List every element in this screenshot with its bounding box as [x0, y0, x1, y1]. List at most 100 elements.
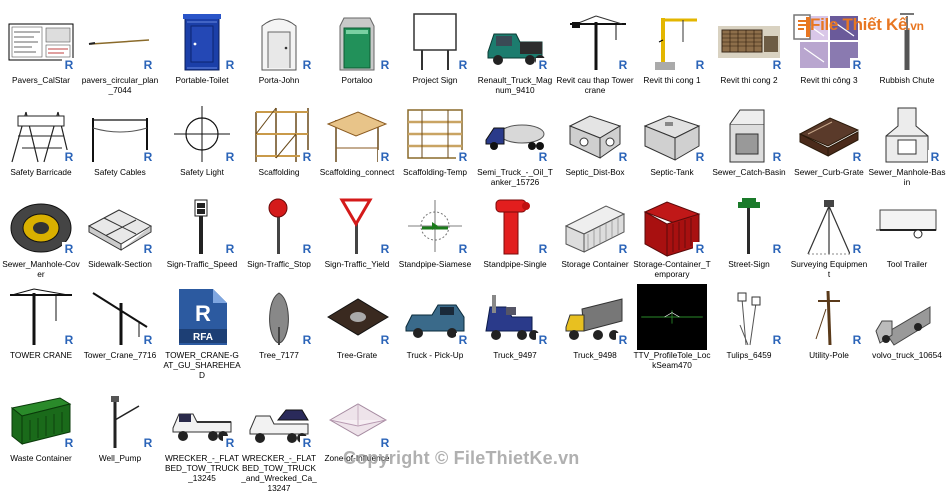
tower-crane-2d-icon — [6, 285, 76, 349]
family-item-label: Utility-Pole — [809, 350, 849, 360]
blue-semi-icon — [480, 285, 550, 349]
standpipe-icon — [480, 194, 550, 258]
revit-badge-icon: R — [141, 436, 155, 450]
family-item[interactable]: Tool Trailer — [868, 190, 946, 282]
tree-icon — [244, 285, 314, 349]
family-item-label: Sewer_Catch-Basin — [712, 167, 786, 177]
scaffold-icon — [244, 102, 314, 166]
family-item[interactable]: volvo_truck_10654 — [868, 281, 946, 373]
family-item-label: Scaffolding — [258, 167, 300, 177]
family-item-label: Sign-Traffic_Stop — [247, 259, 311, 269]
well-pump-icon — [85, 388, 155, 452]
family-item-label: Tree_7177 — [259, 350, 299, 360]
green-toilet-icon — [322, 10, 392, 74]
family-item-label: Safety Cables — [94, 167, 146, 177]
trailer-icon — [872, 194, 942, 258]
white-booth-icon — [244, 10, 314, 74]
truck-cab-icon — [480, 10, 550, 74]
family-item-label: Tulips_6459 — [726, 350, 772, 360]
speed-sign-icon — [167, 194, 237, 258]
family-item-label: Storage Container — [561, 259, 629, 269]
revit-badge-icon: R — [141, 58, 155, 72]
family-item[interactable]: R WRECKER_-_FLATBED_TOW_TRUCK_13245 — [163, 384, 241, 483]
revit-badge-icon: R — [62, 333, 76, 347]
family-item-label: Rubbish Chute — [879, 75, 935, 85]
family-item-label: Portaloo — [341, 75, 373, 85]
logo-text: File Thiết Kế.vn — [810, 15, 924, 34]
family-item-label: Surveying Equipment — [790, 259, 868, 279]
copyright-watermark: Copyright © FileThietKe.vn — [343, 448, 580, 468]
revit-badge-icon: R — [223, 436, 237, 450]
site-logo: File Thiết Kế.vn — [792, 9, 940, 51]
revit-badge-icon: R — [616, 242, 630, 256]
family-item-label: pavers_circular_plan_7044 — [81, 75, 159, 95]
revit-badge-icon: R — [456, 58, 470, 72]
tripod-icon — [794, 194, 864, 258]
svg-text:RFA: RFA — [193, 332, 213, 343]
family-item-label: Standpipe-Siamese — [398, 259, 472, 269]
revit-badge-icon: R — [536, 150, 550, 164]
revit-badge-icon: R — [770, 333, 784, 347]
family-item-label: Sewer_Manhole-Cover — [2, 259, 80, 279]
family-item-label: WRECKER_-_FLATBED_TOW_TRUCK_13245 — [164, 453, 240, 483]
revit-badge-icon: R — [536, 333, 550, 347]
revit-badge-icon: R — [536, 242, 550, 256]
family-item[interactable]: R Storage Container — [556, 190, 634, 282]
family-item-label: Revit thi cong 1 — [643, 75, 701, 85]
family-item[interactable]: TTV_ProfileTole_LockSeam470 — [633, 281, 711, 373]
revit-badge-icon: R — [693, 242, 707, 256]
family-item[interactable]: R Tulips_6459 — [710, 281, 788, 373]
family-item-label: Septic-Tank — [650, 167, 694, 177]
revit-badge-icon: R — [850, 58, 864, 72]
family-item[interactable]: Rubbish Chute — [868, 6, 946, 98]
red-container-icon — [637, 194, 707, 258]
